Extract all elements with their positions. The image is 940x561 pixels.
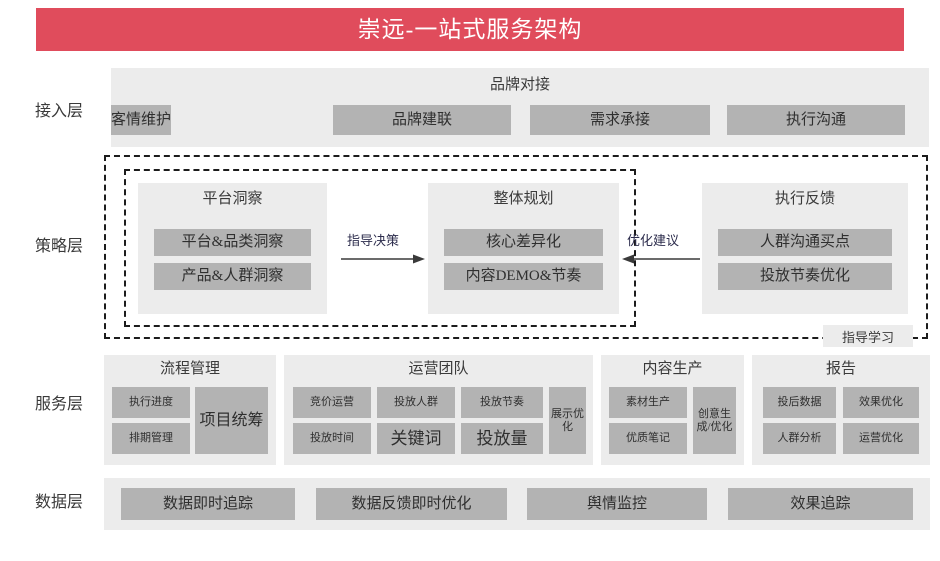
strategy-panel-execution-feedback: 执行反馈 人群沟通买点 投放节奏优化 xyxy=(702,183,908,314)
service-item-delivery-rhythm[interactable]: 投放节奏 xyxy=(461,387,543,418)
layer-label-strategy: 策略层 xyxy=(34,238,83,255)
service-item-delivery-volume[interactable]: 投放量 xyxy=(461,423,543,454)
strategy-item-delivery-rhythm-optimization[interactable]: 投放节奏优化 xyxy=(718,263,892,290)
service-item-bidding-operations[interactable]: 竞价运营 xyxy=(293,387,371,418)
guide-learning-tag: 指导学习 xyxy=(823,325,913,347)
layer-label-access: 接入层 xyxy=(34,103,83,120)
data-item-sentiment-monitoring[interactable]: 舆情监控 xyxy=(527,488,707,520)
strategy-item-platform-category-insight[interactable]: 平台&品类洞察 xyxy=(154,229,311,256)
page-title-banner: 崇远-一站式服务架构 xyxy=(36,8,904,51)
service-group-process-management: 流程管理 执行进度 排期管理 项目统筹 xyxy=(104,355,276,465)
service-group-operations-team: 运营团队 竞价运营 投放人群 投放节奏 投放时间 关键词 投放量 展示优化 xyxy=(284,355,593,465)
strategy-panel-overall-planning: 整体规划 核心差异化 内容DEMO&节奏 xyxy=(428,183,619,314)
service-group-content-production-title: 内容生产 xyxy=(642,361,703,377)
service-group-content-production: 内容生产 素材生产 优质笔记 创意生成/优化 xyxy=(601,355,744,465)
service-group-report-title: 报告 xyxy=(825,361,856,377)
access-item-execution-comms[interactable]: 执行沟通 xyxy=(727,105,905,135)
strategy-panel-overall-planning-title: 整体规划 xyxy=(493,191,554,207)
arrow-left-icon xyxy=(622,252,700,264)
service-item-project-coordination[interactable]: 项目统筹 xyxy=(195,387,268,454)
strategy-item-content-demo-rhythm[interactable]: 内容DEMO&节奏 xyxy=(444,263,603,290)
service-item-schedule-management[interactable]: 排期管理 xyxy=(112,423,190,454)
data-item-realtime-tracking[interactable]: 数据即时追踪 xyxy=(121,488,295,520)
data-layer-panel: 数据即时追踪 数据反馈即时优化 舆情监控 效果追踪 xyxy=(104,478,930,530)
service-item-post-delivery-data[interactable]: 投后数据 xyxy=(763,387,836,418)
layer-label-data: 数据层 xyxy=(34,494,83,511)
access-layer-title: 品牌对接 xyxy=(489,77,550,93)
service-item-keywords[interactable]: 关键词 xyxy=(377,423,455,454)
strategy-inner-dashed-boundary xyxy=(124,169,636,327)
access-item-client-care[interactable]: 客情维护 xyxy=(111,105,172,135)
data-item-feedback-realtime-optimization[interactable]: 数据反馈即时优化 xyxy=(316,488,507,520)
access-layer-panel: 品牌对接 品牌建联 需求承接 执行沟通 客情维护 xyxy=(111,68,929,147)
layer-label-service: 服务层 xyxy=(34,396,83,413)
arrow-label-guide-decision: 指导决策 xyxy=(347,233,400,248)
arrow-right-icon xyxy=(341,252,425,264)
service-group-process-management-title: 流程管理 xyxy=(159,361,220,377)
service-layer-container: 流程管理 执行进度 排期管理 项目统筹 运营团队 竞价运营 投放人群 投放节奏 … xyxy=(104,355,930,465)
service-item-delivery-time[interactable]: 投放时间 xyxy=(293,423,371,454)
service-item-operations-optimization[interactable]: 运营优化 xyxy=(843,423,919,454)
arrow-label-optimization-advice: 优化建议 xyxy=(627,233,680,248)
strategy-item-core-differentiation[interactable]: 核心差异化 xyxy=(444,229,603,256)
service-group-report: 报告 投后数据 效果优化 人群分析 运营优化 xyxy=(752,355,930,465)
strategy-outer-dashed-boundary xyxy=(104,155,928,339)
service-item-delivery-audience[interactable]: 投放人群 xyxy=(377,387,455,418)
access-item-brand-link[interactable]: 品牌建联 xyxy=(333,105,511,135)
strategy-panel-execution-feedback-title: 执行反馈 xyxy=(774,191,835,207)
data-item-effect-tracking[interactable]: 效果追踪 xyxy=(728,488,913,520)
strategy-panel-platform-insight-title: 平台洞察 xyxy=(202,191,263,207)
service-item-quality-notes[interactable]: 优质笔记 xyxy=(609,423,687,454)
service-item-material-production[interactable]: 素材生产 xyxy=(609,387,687,418)
service-item-effect-optimization[interactable]: 效果优化 xyxy=(843,387,919,418)
strategy-panel-platform-insight: 平台洞察 平台&品类洞察 产品&人群洞察 xyxy=(138,183,327,314)
strategy-item-product-audience-insight[interactable]: 产品&人群洞察 xyxy=(154,263,311,290)
service-group-operations-team-title: 运营团队 xyxy=(408,361,469,377)
service-item-creative-generation-optimization[interactable]: 创意生成/优化 xyxy=(693,387,736,454)
strategy-item-audience-selling-point[interactable]: 人群沟通买点 xyxy=(718,229,892,256)
service-item-audience-analysis[interactable]: 人群分析 xyxy=(763,423,836,454)
page-title: 崇远-一站式服务架构 xyxy=(357,17,583,42)
service-item-display-optimization[interactable]: 展示优化 xyxy=(549,387,586,454)
service-item-execution-progress[interactable]: 执行进度 xyxy=(112,387,190,418)
access-item-demand-intake[interactable]: 需求承接 xyxy=(530,105,710,135)
